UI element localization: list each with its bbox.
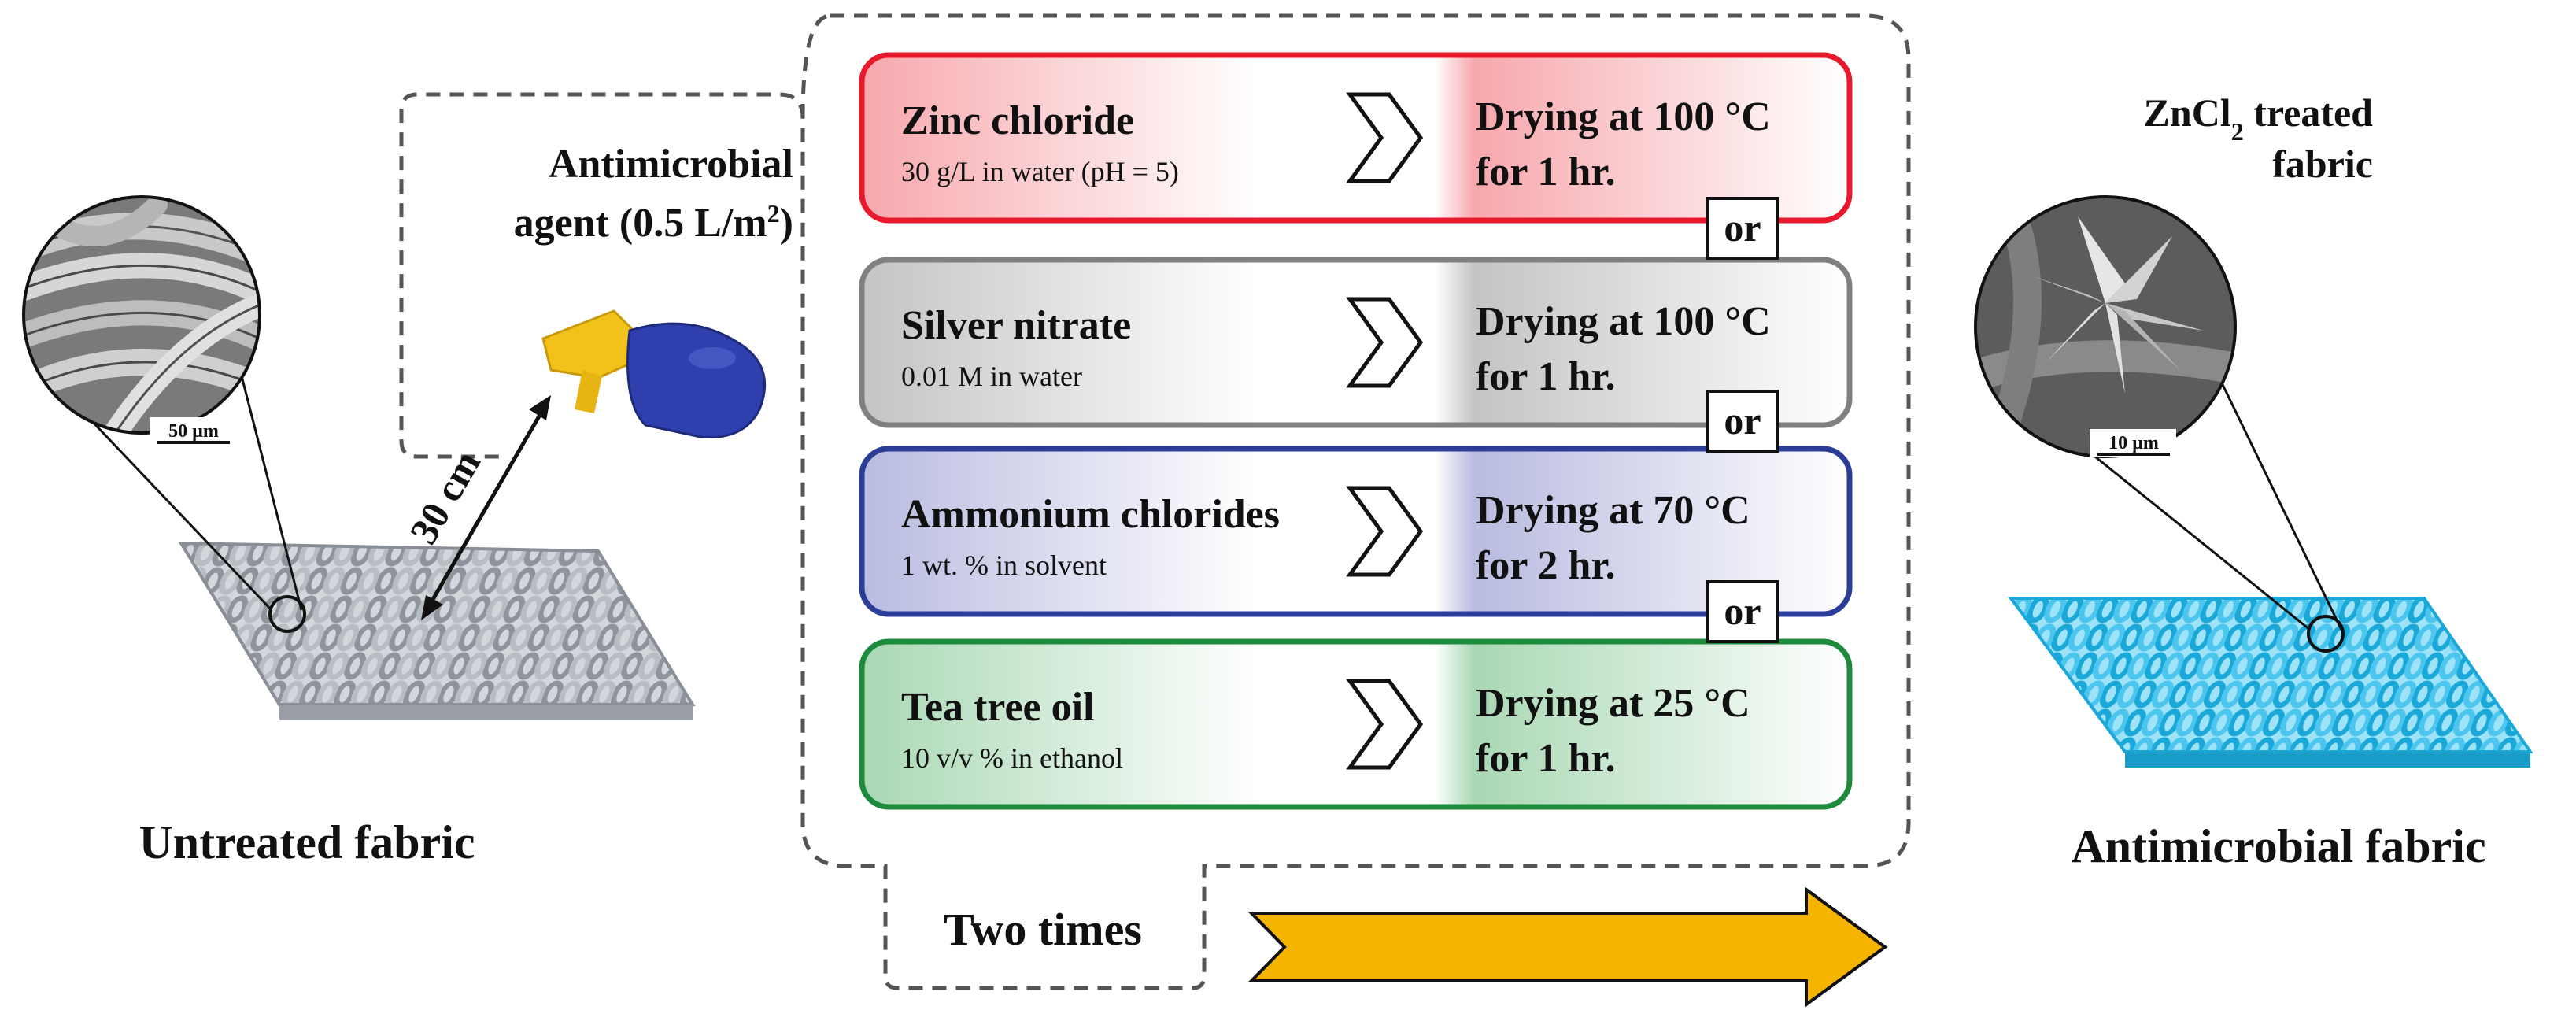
process-arrow [1247, 886, 1888, 1008]
sem-scale-bar-untreated: 50 µm [168, 421, 219, 442]
antimicrobial-fabric-caption: Antimicrobial fabric [2071, 820, 2485, 872]
option-agent-name: Silver nitrate [901, 303, 1131, 348]
spray-bottle-icon [541, 309, 767, 439]
option-drying-duration: for 1 hr. [1476, 354, 1616, 399]
option-drying-duration: for 1 hr. [1476, 150, 1616, 194]
option-agent-name: Ammonium chlorides [901, 492, 1280, 537]
untreated-fabric-caption: Untreated fabric [139, 816, 475, 868]
option-drying-condition: Drying at 70 °C [1476, 488, 1750, 533]
option-box-frame [859, 257, 1853, 428]
option-box-frame [859, 52, 1853, 224]
sem-scale-bar-treated: 10 µm [2108, 433, 2159, 453]
option-drying-condition: Drying at 100 °C [1476, 299, 1771, 344]
treated-fabric-illustration [2008, 369, 2533, 768]
agent-label-line1: Antimicrobial [549, 142, 793, 187]
or-connector: or [1706, 197, 1779, 260]
treatment-options: Zinc chloride 30 g/L in water (pH = 5) Dry… [859, 52, 1853, 810]
chevron-right-icon [1346, 92, 1424, 183]
or-connector: or [1706, 390, 1779, 453]
sem-image-treated: 10 µm [1974, 195, 2237, 458]
or-connector: or [1706, 580, 1779, 643]
or-label: or [1724, 589, 1761, 633]
option-box-4: Tea tree oil 10 v/v % in ethanol Drying at… [859, 638, 1853, 810]
magnify-spot [268, 595, 306, 633]
repeat-label: Two times [944, 904, 1142, 955]
option-box-3: Ammonium chlorides 1 wt. % in solvent Dryi… [859, 446, 1853, 617]
option-drying-condition: Drying at 25 °C [1476, 681, 1750, 726]
or-label: or [1724, 398, 1761, 442]
option-agent-name: Zinc chloride [901, 98, 1134, 143]
option-agent-detail: 1 wt. % in solvent [901, 549, 1107, 581]
or-label: or [1724, 205, 1761, 250]
sem-image-untreated: 50 µm [22, 195, 261, 446]
option-box-frame [859, 638, 1853, 810]
option-box-1: Zinc chloride 30 g/L in water (pH = 5) Dry… [859, 52, 1853, 224]
option-agent-detail: 30 g/L in water (pH = 5) [901, 156, 1179, 187]
sem-label-treated: ZnCl2 treated [2144, 91, 2374, 146]
option-drying-duration: for 2 hr. [1476, 543, 1616, 588]
sem-label-treated-line2: fabric [2272, 142, 2373, 186]
agent-label-line2: agent (0.5 L/m2) [514, 199, 793, 246]
option-box-frame [859, 446, 1853, 617]
option-drying-duration: for 1 hr. [1476, 736, 1616, 781]
option-agent-detail: 10 v/v % in ethanol [901, 742, 1123, 774]
process-dashed-outline [399, 13, 1911, 990]
chevron-right-icon [1346, 679, 1424, 770]
option-agent-detail: 0.01 M in water [901, 361, 1082, 392]
option-drying-condition: Drying at 100 °C [1476, 94, 1771, 139]
distance-label: 30 cm [401, 443, 489, 551]
chevron-right-icon [1346, 297, 1424, 388]
untreated-fabric-illustration [42, 368, 696, 720]
distance-arrow [421, 395, 551, 620]
chevron-right-icon [1346, 486, 1424, 577]
option-agent-name: Tea tree oil [901, 685, 1095, 730]
magnify-spot-treated [2307, 615, 2345, 653]
option-box-2: Silver nitrate 0.01 M in water Drying at 1… [859, 257, 1853, 428]
